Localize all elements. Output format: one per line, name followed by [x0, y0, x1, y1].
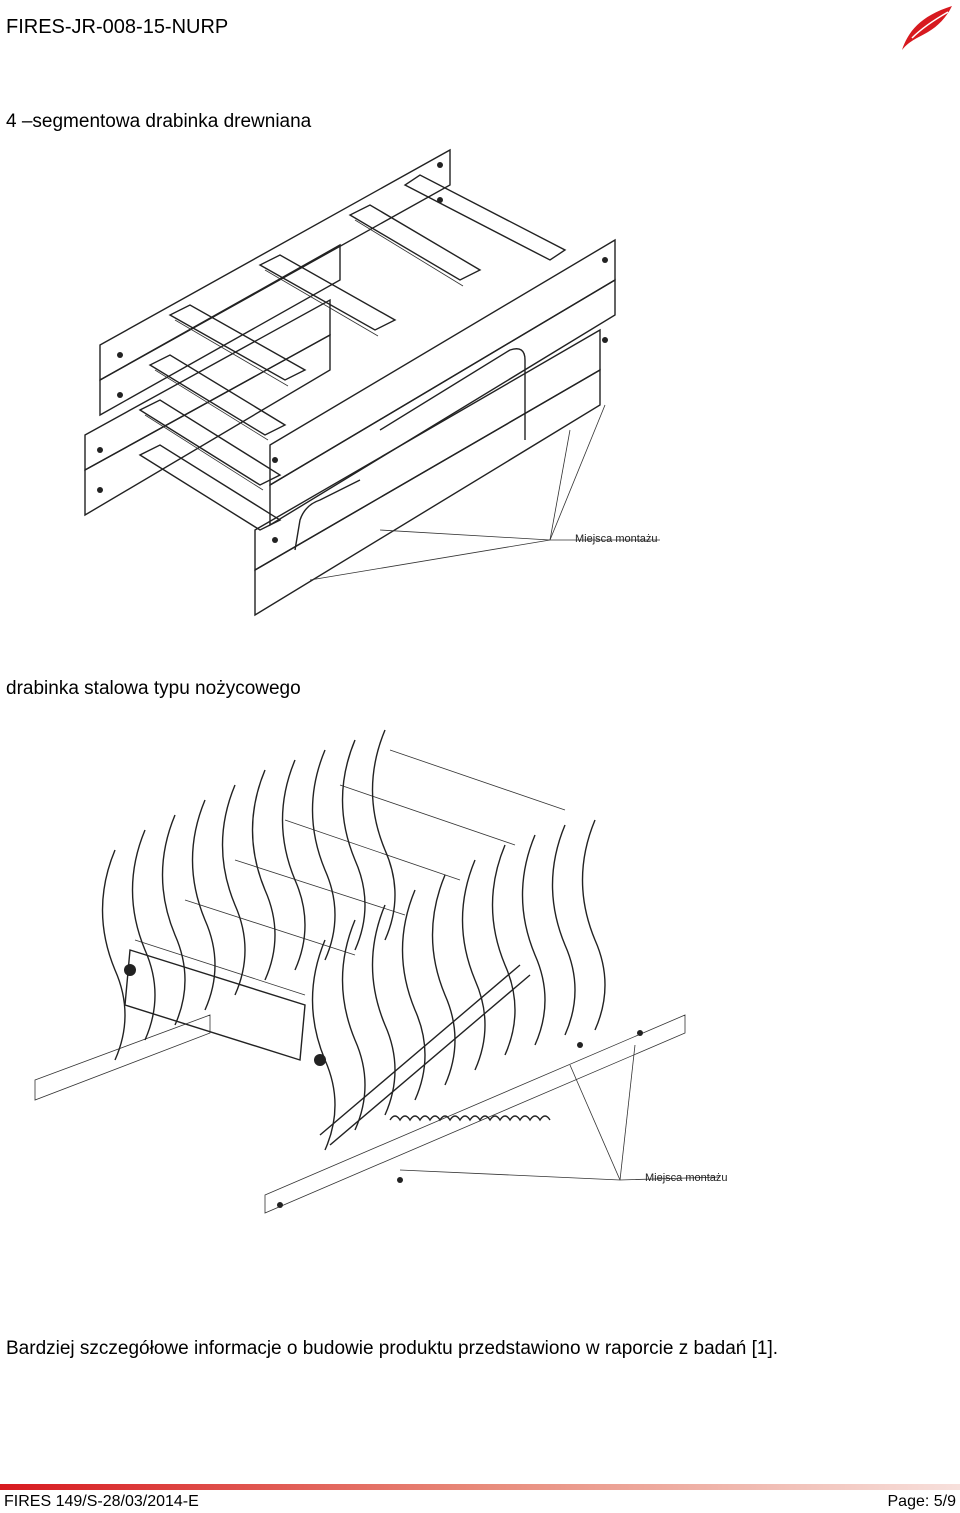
- section-title-steel-ladder: drabinka stalowa typu nożycowego: [6, 678, 301, 699]
- footer-page-number: Page: 5/9: [887, 1493, 957, 1510]
- document-code: FIRES-JR-008-15-NURP: [6, 16, 229, 38]
- footer-report-number: FIRES 149/S-28/03/2014-E: [4, 1493, 199, 1510]
- footer-divider: [0, 1484, 960, 1490]
- mount-label-wooden: Miejsca montażu: [575, 533, 658, 545]
- wooden-ladder-drawing: Miejsca montażu: [84, 148, 660, 617]
- fires-logo-icon: [902, 6, 952, 50]
- section-title-wooden-ladder: 4 –segmentowa drabinka drewniana: [6, 111, 312, 132]
- scissor-ladder-drawing: Miejsca montażu: [34, 729, 728, 1214]
- reference-note: Bardziej szczegółowe informacje o budowi…: [6, 1338, 779, 1359]
- mount-label-steel: Miejsca montażu: [645, 1172, 728, 1184]
